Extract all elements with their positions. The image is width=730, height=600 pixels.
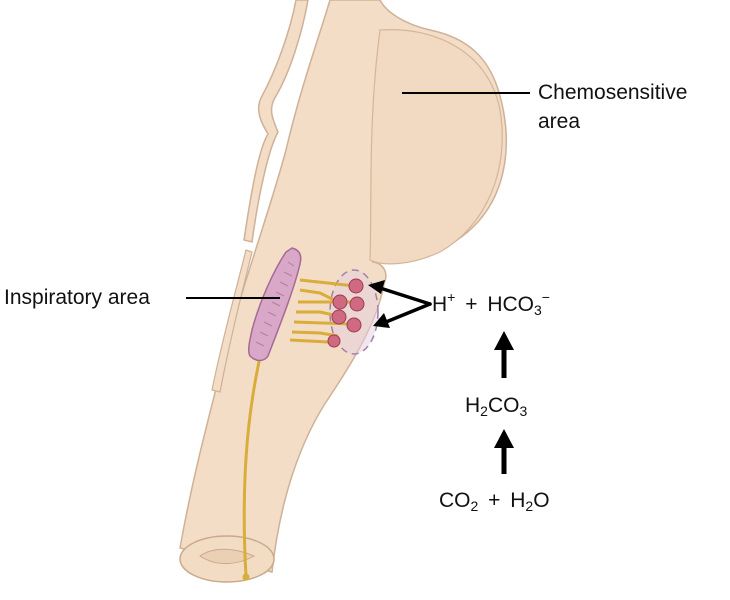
lateral-strip [211,249,253,393]
products-plus: + [465,293,478,316]
chemosensitive-label-line2: area [538,110,581,133]
hydrogen-charge: + [447,289,456,305]
chemosensitive-label-line1: Chemosensitive [538,81,688,104]
water-o: O [533,489,550,512]
water-h: H [510,489,526,512]
spinal-cord-cross-section [199,548,256,564]
carbonic-co-subscript: 3 [519,403,528,419]
co2-subscript: 2 [470,498,479,514]
chemoreceptor-cells [327,278,365,348]
fork-arrow [378,286,432,324]
bicarbonate-charge: − [541,289,550,305]
pons-border-strip [243,0,309,243]
hydrogen-symbol: H [432,293,448,316]
chemosensitive-area-label: Chemosensitive area [538,81,687,134]
chemoreceptor-cell [349,296,365,312]
chemosensitive-bulge [369,29,503,265]
products-formula: H+ + HCO3− [432,290,550,318]
reaction-arrow-upper [494,331,514,378]
chemoreceptor-cell [348,278,364,294]
carbonic-acid-formula: H2CO3 [465,394,527,418]
chemoreceptor-cell [327,334,341,348]
carbonic-co: CO [487,394,520,417]
chemoreceptor-cell [331,309,347,325]
chemoreceptor-cell [346,317,362,333]
chemoreceptor-cell [332,294,348,310]
reaction-arrow-lower [494,429,514,474]
descending-nerve-fiber [242,347,264,577]
reactants-formula: CO2 + H2O [439,489,550,513]
nucleus-striations [255,261,295,347]
chemoreceptor-cluster [329,269,379,355]
inspiratory-area-label: Inspiratory area [4,286,150,309]
nerve-terminal [242,573,250,581]
fork-arrowhead-lower [373,313,390,328]
bicarbonate-subscript: 3 [533,302,542,318]
bicarbonate-symbol: HCO [487,293,534,316]
fork-arrowhead-upper [368,280,385,294]
carbonic-h: H [465,394,481,417]
co2-symbol: CO [439,489,471,512]
carbonic-h-subscript: 2 [480,403,488,419]
water-subscript: 2 [525,498,534,514]
reactants-plus: + [488,489,501,512]
